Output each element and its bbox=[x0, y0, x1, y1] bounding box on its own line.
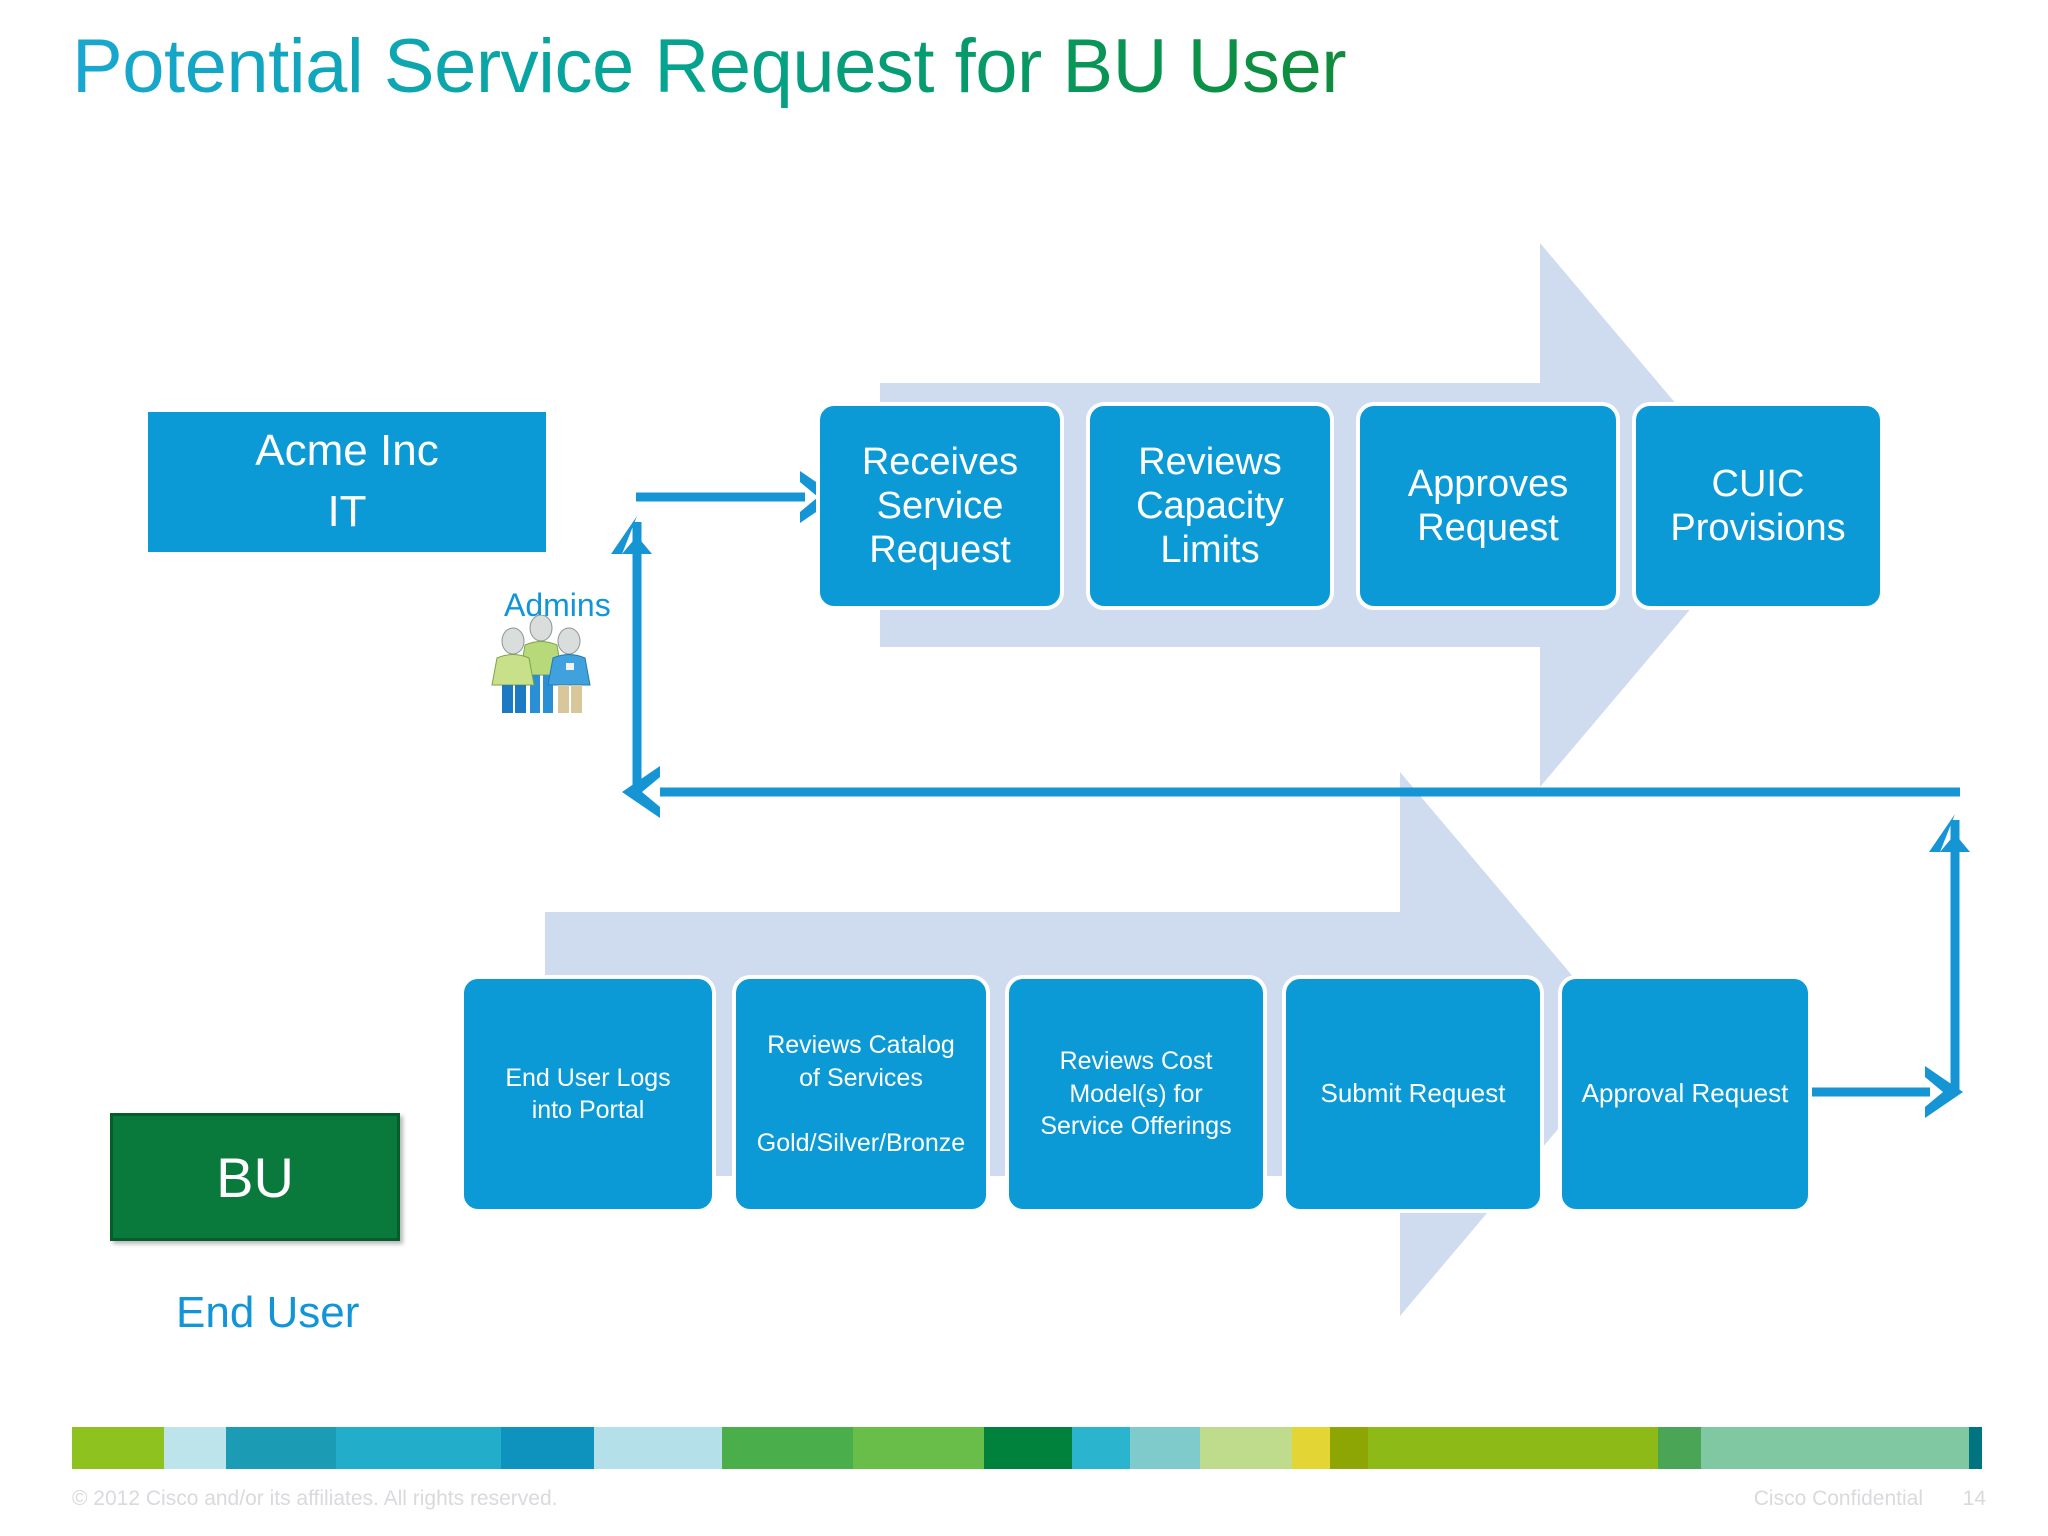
color-bar-segment bbox=[594, 1427, 722, 1469]
card-label: Approves Request bbox=[1407, 462, 1569, 549]
color-bar-segment bbox=[1329, 1427, 1368, 1469]
card-end-user-logs-into-portal[interactable]: End User Logs into Portal bbox=[460, 975, 716, 1213]
admins-label: Admins bbox=[504, 587, 611, 623]
it-line-2: IT bbox=[327, 487, 367, 536]
card-submit-request[interactable]: Submit Request bbox=[1282, 975, 1544, 1213]
color-bar-segment bbox=[722, 1427, 853, 1469]
card-label: Reviews Capacity Limits bbox=[1136, 440, 1284, 572]
end-user-label: End User bbox=[176, 1288, 360, 1337]
color-bar-segment bbox=[1291, 1427, 1330, 1469]
color-bar-segment bbox=[1700, 1427, 1969, 1469]
arrowhead-right-bottom bbox=[1925, 1066, 1963, 1118]
card-label: Approval Request bbox=[1581, 1078, 1789, 1109]
color-bar-segment bbox=[1130, 1427, 1200, 1469]
color-bar-segment bbox=[1968, 1427, 1982, 1469]
arrowhead-up-right bbox=[1929, 814, 1981, 852]
card-cuic-provisions[interactable]: CUIC Provisions bbox=[1632, 402, 1884, 610]
card-label: Receives Service Request bbox=[861, 440, 1019, 572]
card-label: CUIC Provisions bbox=[1670, 462, 1846, 549]
actor-box-it: Acme Inc IT bbox=[148, 412, 546, 552]
three-people-icon bbox=[491, 615, 591, 713]
color-bar-segment bbox=[336, 1427, 501, 1469]
color-bar-segment bbox=[72, 1427, 164, 1469]
color-bar-segment bbox=[984, 1427, 1072, 1469]
cisco-color-bar bbox=[72, 1427, 1982, 1469]
color-bar-segment bbox=[164, 1427, 226, 1469]
card-reviews-capacity-limits[interactable]: Reviews Capacity Limits bbox=[1086, 402, 1334, 610]
arrowhead-left bbox=[622, 766, 660, 818]
footer-copyright: © 2012 Cisco and/or its affiliates. All … bbox=[72, 1487, 558, 1510]
color-bar-segment bbox=[501, 1427, 594, 1469]
color-bar-segment bbox=[853, 1427, 984, 1469]
it-line-1: Acme Inc bbox=[255, 426, 439, 476]
footer-confidential: Cisco Confidential bbox=[1753, 1487, 1923, 1510]
card-label: Submit Request bbox=[1320, 1078, 1506, 1109]
card-reviews-cost-models[interactable]: Reviews Cost Model(s) for Service Offeri… bbox=[1005, 975, 1267, 1213]
card-label: Reviews Cost Model(s) for Service Offeri… bbox=[1040, 1047, 1232, 1141]
card-label: End User Logs into Portal bbox=[505, 1063, 671, 1125]
color-bar-segment bbox=[1072, 1427, 1130, 1469]
color-bar-segment bbox=[1367, 1427, 1658, 1469]
arrowhead-up-left bbox=[611, 516, 663, 554]
color-bar-segment bbox=[1657, 1427, 1701, 1469]
page-title: Potential Service Request for BU User bbox=[72, 24, 1347, 109]
footer-page-number: 14 bbox=[1962, 1487, 1986, 1510]
card-label: Reviews Catalog of Services Gold/Silver/… bbox=[756, 1031, 966, 1157]
bu-label: BU bbox=[216, 1145, 294, 1209]
card-approval-request[interactable]: Approval Request bbox=[1558, 975, 1812, 1213]
actor-box-bu: BU bbox=[110, 1113, 400, 1241]
card-reviews-catalog-of-services[interactable]: Reviews Catalog of Services Gold/Silver/… bbox=[732, 975, 990, 1213]
card-receives-service-request[interactable]: Receives Service Request bbox=[816, 402, 1064, 610]
color-bar-segment bbox=[1199, 1427, 1292, 1469]
color-bar-segment bbox=[226, 1427, 336, 1469]
card-approves-request[interactable]: Approves Request bbox=[1356, 402, 1620, 610]
